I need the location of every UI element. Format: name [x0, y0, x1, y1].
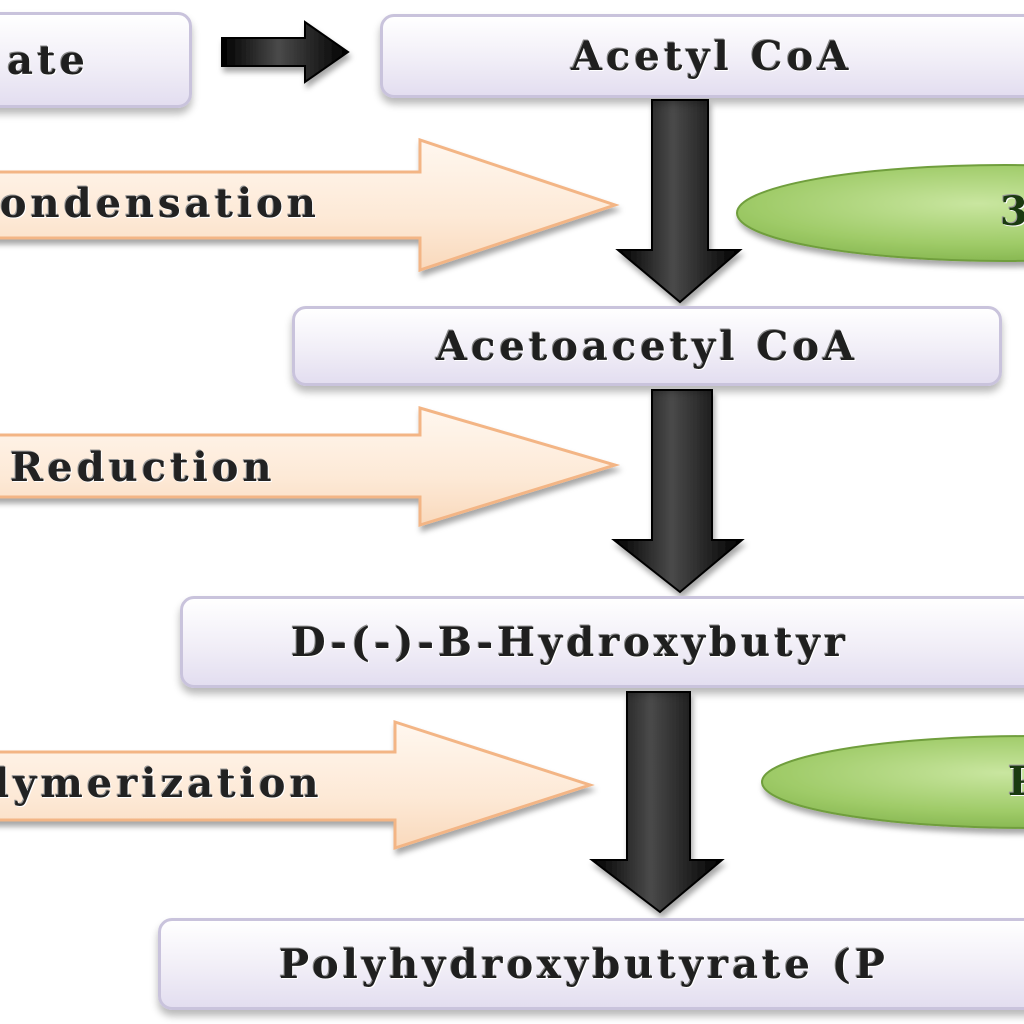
reduction-label: Reduction	[10, 444, 276, 491]
acetoacetyl-coa-label: Acetoacetyl CoA	[435, 322, 859, 370]
acetyl-coa-box: Acetyl CoA	[380, 14, 1024, 98]
substrate-box: ate	[0, 12, 192, 108]
acetoacetyl-coa-box: Acetoacetyl CoA	[292, 306, 1002, 386]
polymerization-arrow	[0, 719, 595, 851]
acetoacetyl-to-hydroxybutyrate-arrow	[611, 389, 745, 594]
substrate-to-acetyl-arrow	[221, 20, 350, 84]
enzyme-label-bottom: P	[1008, 758, 1024, 805]
polymerization-label: lymerization	[0, 760, 323, 807]
hydroxybutyrate-to-phb-arrow	[589, 691, 725, 914]
acetyl-to-acetoacetyl-arrow	[615, 99, 743, 304]
condensation-label: Condensation	[0, 180, 320, 227]
condensation-arrow	[0, 137, 620, 273]
substrate-label: ate	[7, 36, 89, 84]
acetyl-coa-label: Acetyl CoA	[571, 32, 853, 80]
enzyme-label-top: 3	[1000, 188, 1024, 235]
phb-box: Polyhydroxybutyrate (P	[158, 918, 1024, 1010]
phb-label: Polyhydroxybutyrate (P	[279, 940, 889, 988]
hydroxybutyrate-box: D-(-)-B-Hydroxybutyr	[180, 596, 1024, 688]
enzyme-ellipse-bottom	[761, 735, 1024, 829]
hydroxybutyrate-label: D-(-)-B-Hydroxybutyr	[291, 618, 849, 666]
reduction-arrow	[0, 405, 621, 528]
enzyme-ellipse-top	[736, 164, 1024, 262]
